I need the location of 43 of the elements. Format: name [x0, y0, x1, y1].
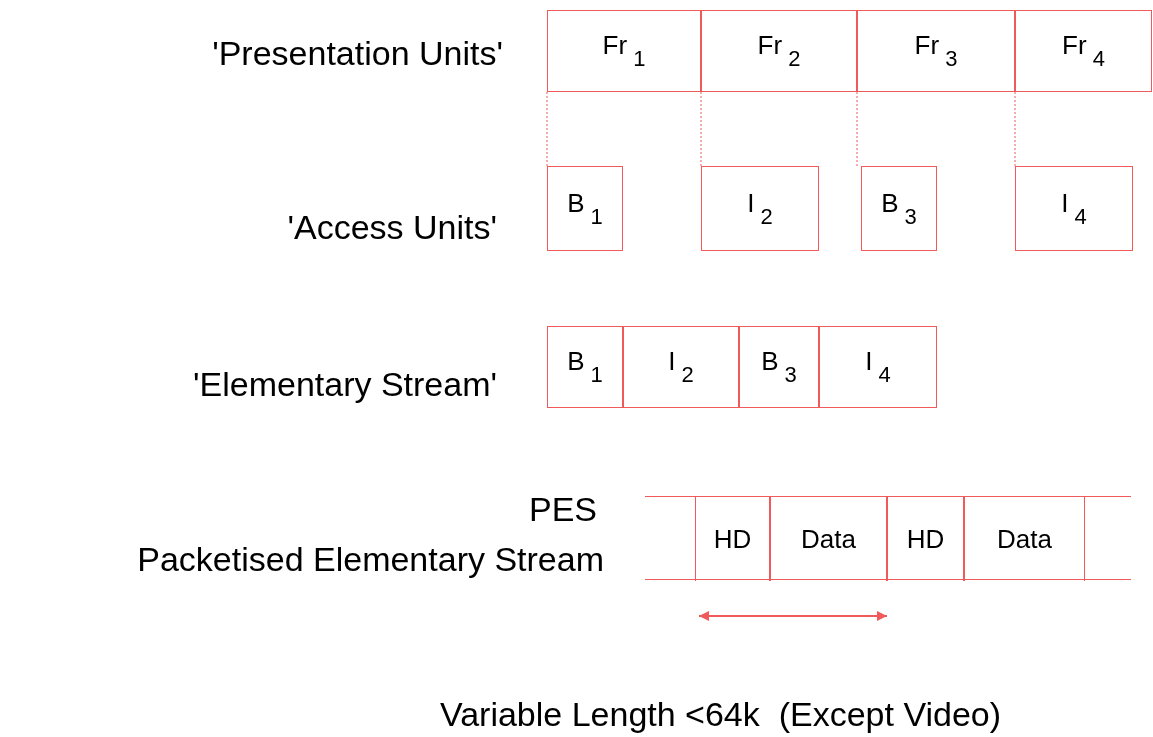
access-unit-box [547, 166, 623, 251]
stream-segment [623, 326, 739, 408]
row-label: 'Access Units' [287, 208, 497, 247]
stream-segment [547, 326, 623, 408]
data-label: Data [997, 523, 1052, 555]
access-unit-box [861, 166, 937, 251]
row-label: Packetised Elementary Stream [137, 540, 604, 579]
dotted-connector [700, 91, 702, 167]
stream-segment [819, 326, 937, 408]
header-cell [887, 497, 964, 581]
access-unit-box [1015, 166, 1133, 251]
unit-label: Fr$_{3}$ [914, 30, 958, 72]
frame-box [547, 10, 701, 92]
unit-label: I$_{2}$ [668, 346, 694, 388]
access-unit-box [701, 166, 819, 251]
frame-box [1015, 10, 1152, 92]
data-cell [964, 497, 1085, 581]
dotted-connector [546, 91, 548, 167]
row-label: 'Presentation Units' [212, 34, 503, 73]
row-label: 'Elementary Stream' [193, 365, 497, 404]
dotted-connector [856, 91, 858, 167]
header-label: HD [906, 523, 945, 555]
header-cell [695, 497, 770, 581]
data-label: Data [801, 523, 856, 555]
dotted-connector [1014, 91, 1016, 167]
unit-label: I$_{4}$ [1061, 187, 1087, 230]
unit-label: I$_{4}$ [865, 346, 891, 388]
unit-label: Fr$_{2}$ [757, 30, 801, 72]
unit-label: B$_{3}$ [761, 346, 797, 388]
row-label: PES [528, 490, 597, 529]
unit-label: B$_{1}$ [567, 187, 603, 230]
dimension-label: Variable Length <64k (Except Video) [440, 695, 1002, 734]
data-cell [770, 497, 887, 581]
unit-label: I$_{2}$ [747, 187, 773, 230]
unit-label: Fr$_{4}$ [1062, 30, 1105, 72]
unit-label: B$_{3}$ [881, 187, 917, 230]
stream-segment [739, 326, 819, 408]
header-label: HD [713, 523, 752, 555]
packet-stream-band [645, 496, 1131, 580]
unit-label: B$_{1}$ [567, 346, 603, 388]
frame-box [701, 10, 857, 92]
unit-label: Fr$_{1}$ [602, 30, 646, 72]
frame-box [857, 10, 1015, 92]
